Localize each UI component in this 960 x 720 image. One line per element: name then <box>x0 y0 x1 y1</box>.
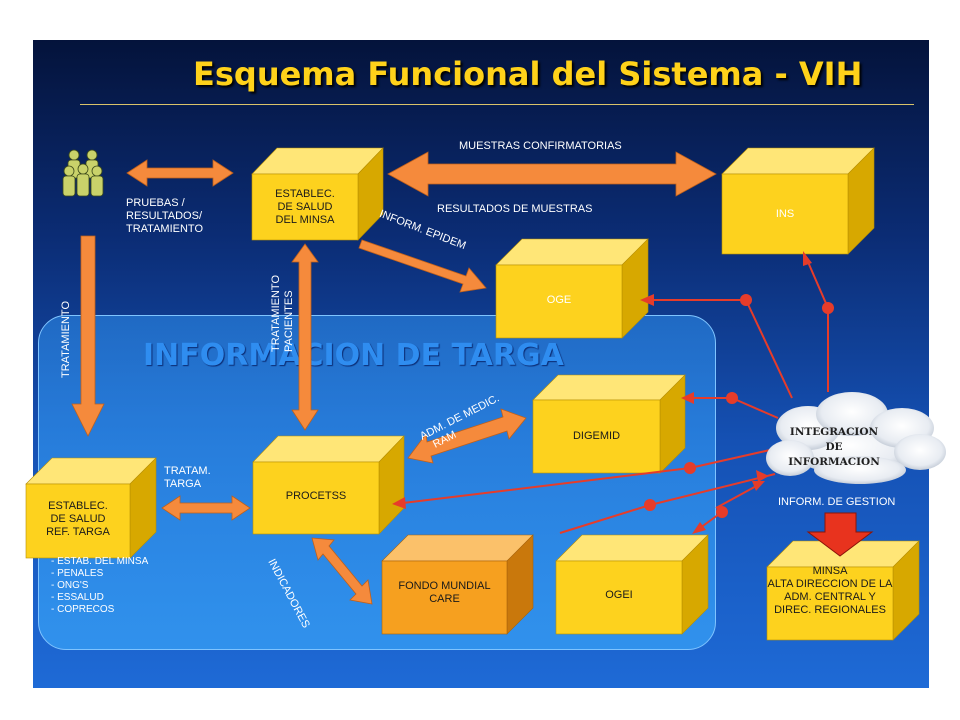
arrow-establec-ins <box>387 151 717 197</box>
arrow-adm-medic <box>407 408 527 464</box>
down-arrow-minsa <box>806 512 874 557</box>
label-digemid: DIGEMID <box>572 430 621 442</box>
arrow-tratamiento-pacientes <box>291 243 319 431</box>
arrow-indicadores <box>311 537 373 605</box>
red-connectors <box>392 251 834 534</box>
box-ogei <box>555 534 709 635</box>
box-ins <box>721 147 875 255</box>
box-oge <box>495 238 649 339</box>
box-establec-targa <box>25 457 157 559</box>
box-fondo-mundial <box>381 534 534 635</box>
arrow-tratamiento-left <box>71 235 105 437</box>
title-rule <box>80 104 914 105</box>
label-ins: INS <box>775 208 795 220</box>
caption-resultados-muestras: RESULTADOS DE MUESTRAS <box>437 203 593 215</box>
label-ogei: OGEI <box>605 589 633 601</box>
arrow-people-establec <box>126 159 234 187</box>
caption-tratamiento-left: TRATAMIENTO <box>60 301 72 378</box>
arrow-tratam-targa <box>161 495 251 521</box>
label-oge: OGE <box>546 294 572 306</box>
page-title: Esquema Funcional del Sistema - VIH <box>193 55 863 93</box>
box-procetss <box>252 435 405 535</box>
region-title: INFORMACION DE TARGA <box>143 338 564 373</box>
caption-muestras: MUESTRAS CONFIRMATORIAS <box>459 140 622 152</box>
caption-tratam-targa: TRATAM.TARGA <box>164 465 211 490</box>
orange-arrows <box>71 151 717 605</box>
sources-list: - ESTAB. DEL MINSA- PENALES- ONG'S- ESSA… <box>51 556 149 615</box>
integration-cloud <box>766 392 946 484</box>
box-digemid <box>532 374 686 474</box>
arrow-inform-epidem <box>358 239 487 293</box>
people-icon <box>62 149 104 197</box>
box-establec-minsa <box>251 147 384 241</box>
label-procetss: PROCETSS <box>285 490 347 502</box>
caption-inform-gestion: INFORM. DE GESTION <box>778 496 896 508</box>
box-minsa <box>766 540 920 641</box>
caption-pruebas: PRUEBAS /RESULTADOS/TRATAMIENTO <box>126 197 203 235</box>
